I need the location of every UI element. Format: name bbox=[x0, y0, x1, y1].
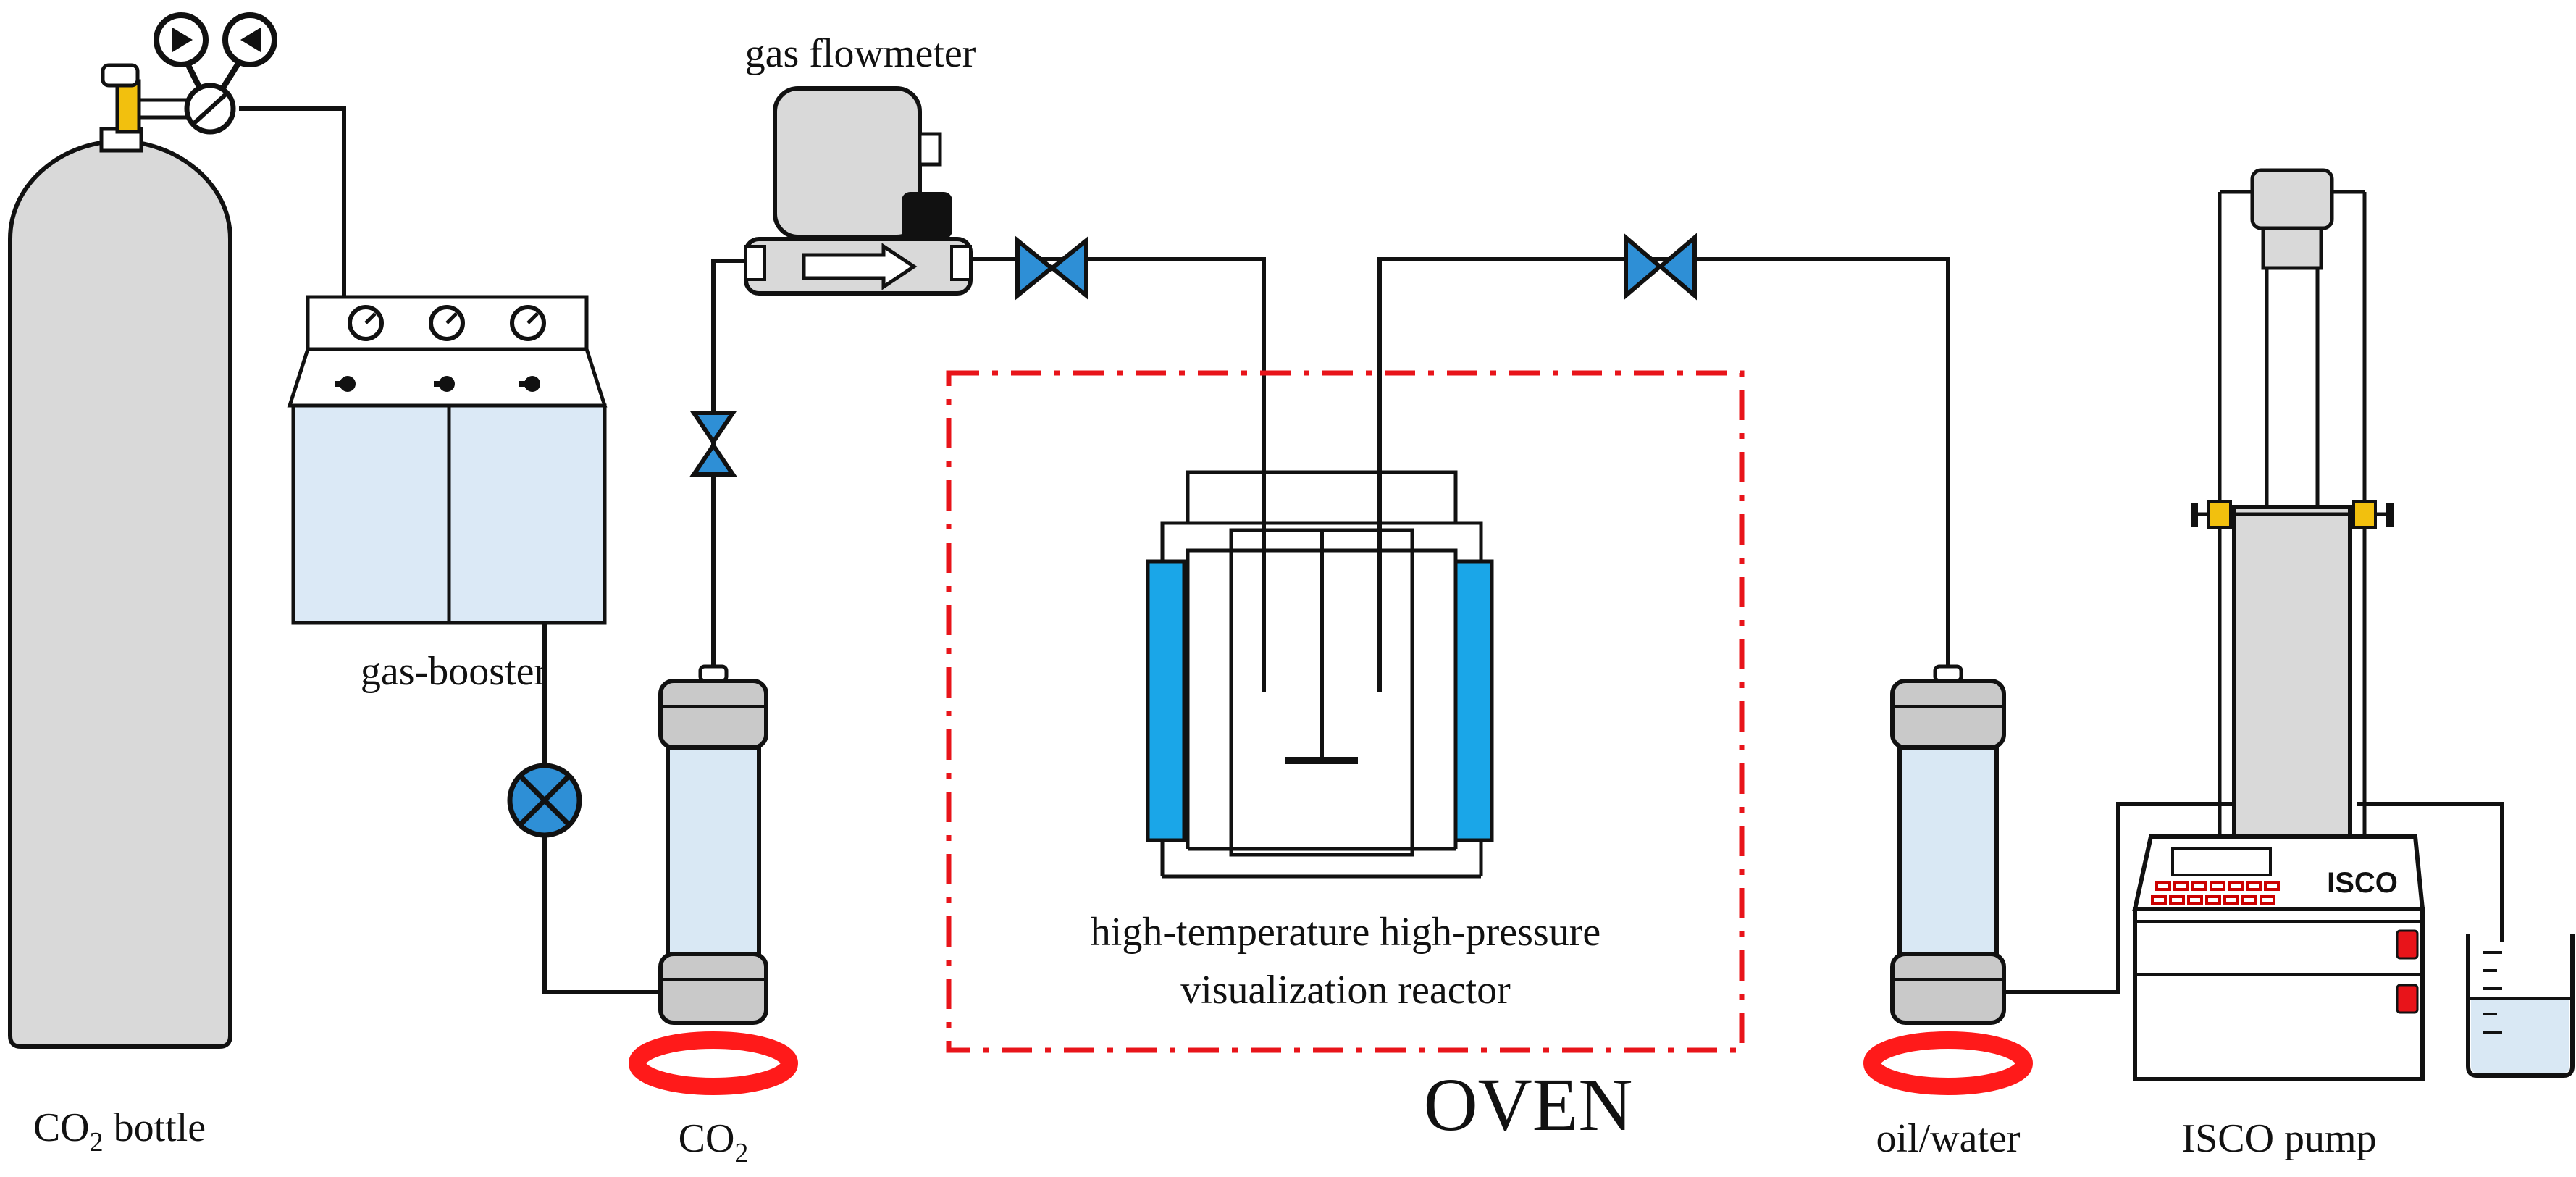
heater-right bbox=[1453, 559, 1494, 842]
reactor-lid bbox=[1186, 470, 1458, 525]
flowmeter-connector bbox=[902, 192, 952, 239]
pipe-bottle-to-booster bbox=[239, 106, 346, 297]
oilwater-top-cap bbox=[1890, 679, 2006, 750]
pipe-co2-to-flowmeter bbox=[711, 259, 753, 677]
pump-top-head bbox=[2250, 168, 2334, 230]
pipe-reactor-to-oilwater bbox=[1377, 257, 1950, 692]
gas-flowmeter-label: gas flowmeter bbox=[745, 31, 976, 76]
needle-valve-icon[interactable] bbox=[1015, 235, 1055, 301]
heater-left bbox=[1146, 559, 1186, 842]
needle-valve-inlet[interactable] bbox=[1015, 235, 1088, 301]
co2-bottle bbox=[8, 12, 277, 1049]
clamp-right bbox=[2352, 500, 2377, 529]
co2-cylinder-top-cap bbox=[658, 679, 768, 750]
pump-button-top[interactable] bbox=[2396, 929, 2419, 960]
pump-display bbox=[2171, 847, 2272, 876]
reactor-label-line1: high-temperature high-pressure bbox=[1091, 910, 1600, 955]
pipe-isco-to-beaker bbox=[2357, 802, 2504, 942]
oven-boundary bbox=[946, 370, 1745, 1053]
pipe-booster-to-co2-cylinder bbox=[542, 623, 663, 994]
oilwater-bottom-cap bbox=[1890, 952, 2006, 1025]
beaker bbox=[2466, 934, 2575, 1078]
oil-water-cylinder bbox=[1863, 664, 2033, 1095]
oilwater-glass bbox=[1897, 745, 1999, 956]
clamp-left bbox=[2207, 500, 2232, 529]
keypad-key[interactable] bbox=[2155, 881, 2171, 891]
pump-button-bottom[interactable] bbox=[2396, 984, 2419, 1014]
isco-pump: ISCO bbox=[2132, 168, 2425, 1081]
pump-cylinder bbox=[2232, 505, 2352, 839]
co2-cylinder-label: CO2 bbox=[679, 1116, 749, 1168]
pipe-oilwater-to-isco bbox=[2006, 802, 2241, 994]
booster-knobs bbox=[335, 376, 540, 392]
ball-valve[interactable] bbox=[507, 763, 582, 838]
needle-valve-icon[interactable] bbox=[1624, 233, 1664, 301]
regulator-stem bbox=[137, 98, 192, 120]
needle-valve-icon[interactable] bbox=[689, 411, 737, 446]
co2-cylinder-bottom-cap bbox=[658, 952, 768, 1025]
co2-cylinder bbox=[629, 664, 798, 1095]
isco-panel-label: ISCO bbox=[2327, 867, 2398, 899]
pump-keypad[interactable] bbox=[2151, 881, 2280, 905]
flowmeter-head bbox=[773, 86, 922, 239]
needle-valve-co2-line[interactable] bbox=[689, 411, 737, 477]
co2-bottle-valve bbox=[115, 79, 141, 134]
booster-gauges bbox=[348, 305, 546, 341]
pump-base bbox=[2133, 907, 2425, 1081]
co2-bottle-label: CO2 bottle bbox=[33, 1105, 206, 1157]
gas-flowmeter bbox=[744, 86, 973, 296]
co2-cylinder-glass bbox=[666, 745, 761, 956]
visualization-reactor bbox=[1146, 470, 1494, 879]
beaker-glass bbox=[2466, 934, 2575, 1078]
co2-bottle-valve-cap bbox=[101, 63, 140, 88]
co2-burner-icon bbox=[629, 1031, 798, 1095]
oilwater-burner-icon bbox=[1863, 1031, 2033, 1095]
pipe-flowmeter-to-reactor bbox=[970, 257, 1266, 692]
needle-valve-outlet[interactable] bbox=[1624, 233, 1697, 301]
pressure-regulator bbox=[154, 12, 277, 135]
reactor-label-line2: visualization reactor bbox=[1180, 968, 1511, 1013]
isco-pump-label: ISCO pump bbox=[2181, 1116, 2376, 1161]
oil-water-label: oil/water bbox=[1876, 1116, 2020, 1161]
gas-booster-label: gas-booster bbox=[361, 649, 548, 694]
gas-booster bbox=[287, 295, 608, 625]
co2-bottle-body bbox=[8, 138, 232, 1049]
oven-label: OVEN bbox=[1424, 1063, 1633, 1147]
flow-direction-arrow-icon bbox=[802, 243, 918, 290]
